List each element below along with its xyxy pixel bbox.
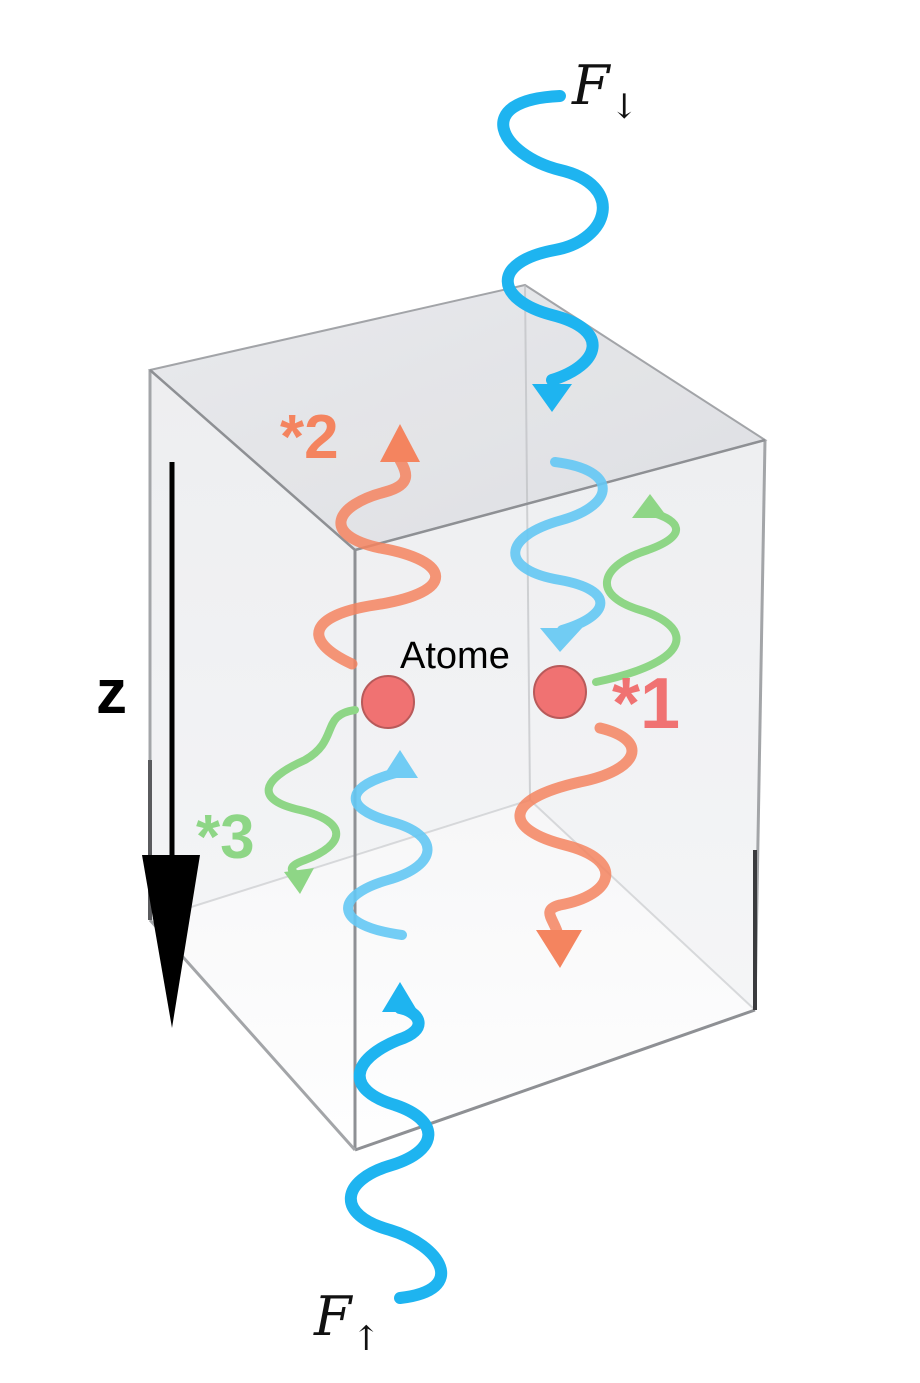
flux-down-subscript: ↓ xyxy=(610,87,639,127)
arrowhead-2-orange xyxy=(380,424,420,462)
box-back-floor-edge xyxy=(149,799,531,921)
process-3-label: *3 xyxy=(196,803,255,872)
flux-down-label: F xyxy=(571,54,612,117)
z-axis-label: z xyxy=(96,658,127,727)
arrowhead-down-outer xyxy=(532,384,572,412)
process-2-label: *2 xyxy=(280,403,339,472)
box-left-bottom-edge xyxy=(148,919,357,1151)
box-back-floor-edge-right xyxy=(529,799,756,1011)
arrowhead-1-green xyxy=(632,494,668,518)
box-back-edge xyxy=(524,284,531,801)
wave-3-green xyxy=(264,706,359,879)
incident-photon-up xyxy=(344,982,448,1304)
wave-down-inner xyxy=(510,457,608,635)
incident-photon-down xyxy=(497,90,609,412)
flux-up-subscript: ↑ xyxy=(352,1319,381,1359)
emitted-photon-1-green xyxy=(592,494,681,686)
emitted-photon-1-orange xyxy=(514,722,638,968)
z-axis-arrowhead xyxy=(142,855,200,1028)
atom-right xyxy=(533,665,587,719)
process-1-label: *1 xyxy=(612,664,680,744)
arrowhead-up-outer xyxy=(382,982,418,1012)
wave-down-outer xyxy=(497,90,609,386)
wave-up-outer xyxy=(344,1002,448,1304)
wave-up-inner xyxy=(343,767,433,940)
atom-label: Atome xyxy=(400,635,510,677)
arrowhead-down-inner xyxy=(540,628,582,652)
wave-1-green xyxy=(592,508,681,686)
atom-left xyxy=(361,675,415,729)
flux-up-label: F xyxy=(313,1285,354,1348)
arrowhead-3-green xyxy=(284,868,314,894)
wave-1-orange xyxy=(514,722,638,941)
arrowhead-1-orange xyxy=(536,930,582,968)
arrowhead-up-inner xyxy=(382,750,418,778)
z-axis: z xyxy=(96,462,200,1028)
incident-photon-down-inner xyxy=(510,457,608,652)
wave-2-orange xyxy=(313,454,442,670)
box-top-right-edge xyxy=(354,438,766,552)
box-top-front-edge xyxy=(149,369,356,551)
emitted-photon-2-orange xyxy=(313,424,442,670)
incident-photon-up-inner xyxy=(343,750,433,940)
emitted-photon-3-green xyxy=(264,706,359,894)
